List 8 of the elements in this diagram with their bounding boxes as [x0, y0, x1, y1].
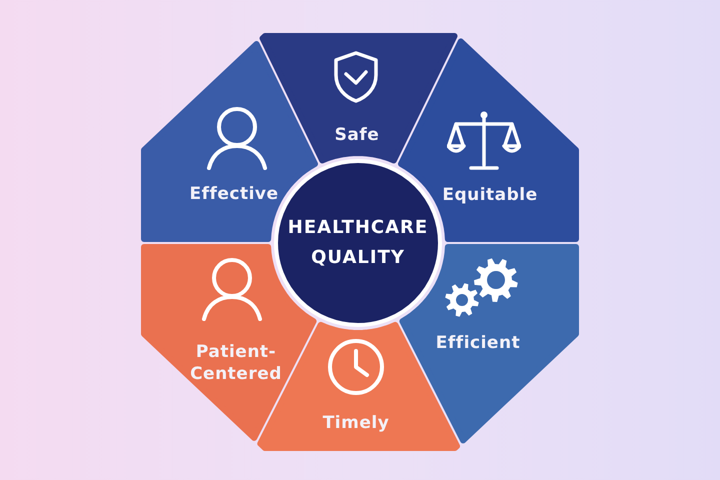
segment-label: Equitable — [442, 184, 538, 206]
hub-label: HEALTHCARE QUALITY — [286, 216, 430, 270]
segment-label: Efficient — [436, 332, 520, 354]
segment-label: Effective — [189, 183, 279, 205]
segment-label: Timely — [322, 412, 390, 434]
segment-label: Safe — [334, 124, 380, 146]
segment-label: Patient-Centered — [189, 341, 283, 385]
segment — [259, 33, 458, 164]
